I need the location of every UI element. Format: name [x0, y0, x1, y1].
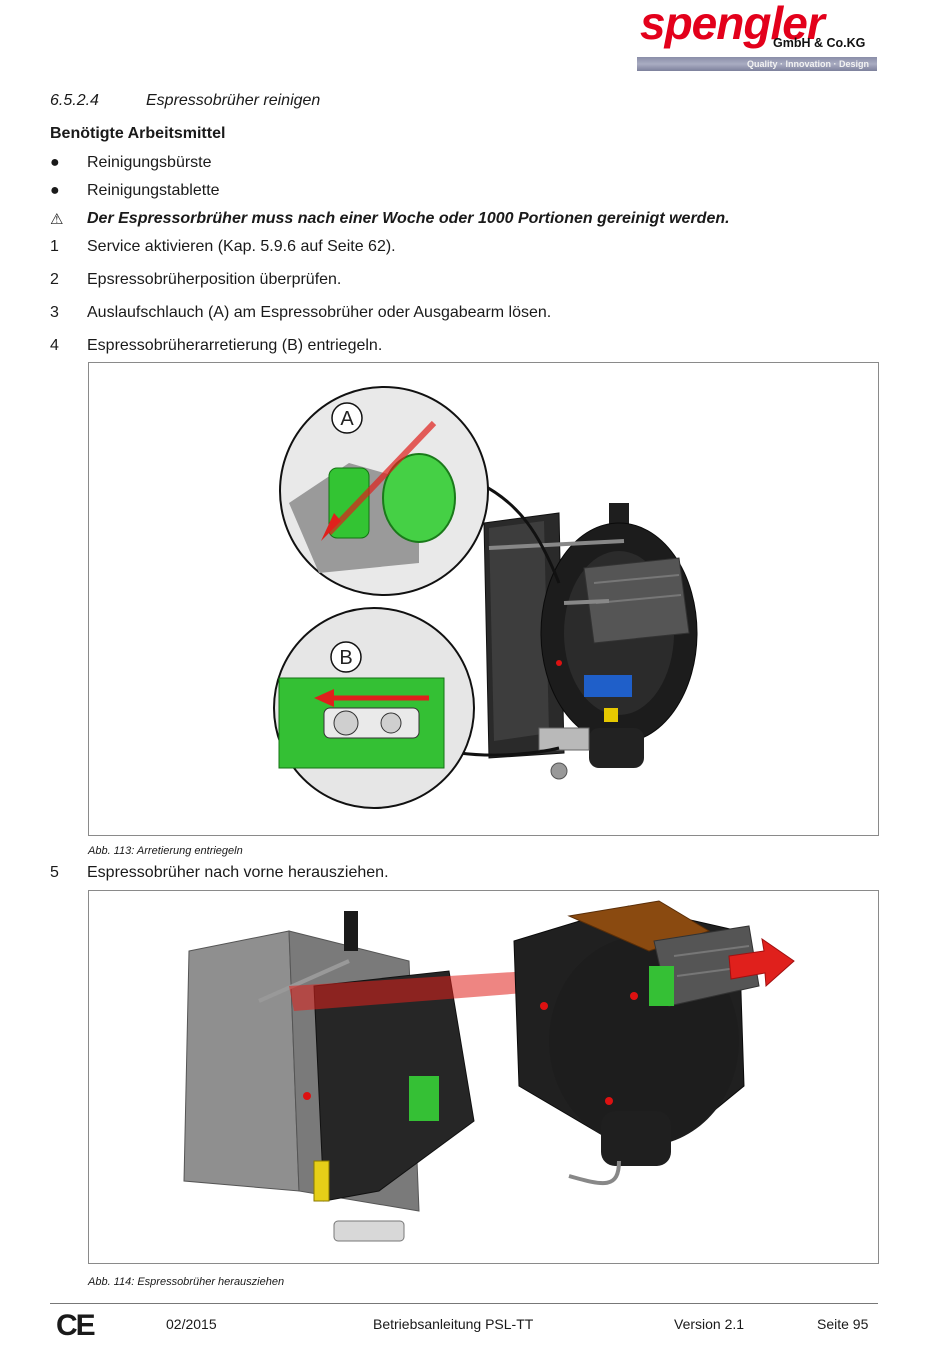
section-title: Espressobrüher reinigen — [146, 92, 321, 109]
brewer-holder-drawing — [183, 911, 475, 1242]
pull-out-arrow-icon — [728, 937, 795, 988]
bullet: ● — [50, 154, 60, 171]
footer-document: Betriebsanleitung PSL-TT — [373, 1316, 534, 1332]
warning-triangle-icon: ⚠ — [50, 211, 64, 228]
requirements-title: Benötigte Arbeitsmittel — [50, 125, 226, 142]
brewer-unit-drawing — [483, 503, 698, 780]
figure-114 — [88, 890, 879, 1264]
logo-wordmark: spengler — [640, 0, 825, 49]
espresso-brewer-drawing — [513, 900, 760, 1186]
bullet: ● — [50, 182, 60, 199]
step-text: Auslaufschlauch (A) am Espressobrüher od… — [87, 304, 552, 321]
section-number: 6.5.2.4 — [50, 92, 99, 109]
step-text: Epsressobrüherposition überprüfen. — [87, 271, 342, 288]
step-text: Service aktivieren (Kap. 5.9.6 auf Seite… — [87, 238, 396, 255]
callout-b-detail: B — [273, 607, 475, 809]
figure-113: A B — [88, 362, 879, 836]
step-number: 2 — [50, 271, 59, 288]
footer-date: 02/2015 — [166, 1316, 217, 1332]
figure-113-illustration: A B — [273, 386, 698, 809]
ce-mark: CE — [56, 1309, 96, 1342]
callout-a-detail: A — [279, 386, 489, 596]
step-number: 1 — [50, 238, 59, 255]
step-number: 4 — [50, 337, 59, 354]
callout-label-b: B — [339, 647, 352, 669]
figure-114-caption: Abb. 114: Espressobrüher herausziehen — [88, 1276, 285, 1288]
warning-text: Der Espressorbrüher muss nach einer Woch… — [87, 210, 730, 227]
figure-114-illustration — [183, 900, 795, 1242]
step-text: Espressobrüherarretierung (B) entriegeln… — [87, 337, 383, 354]
logo-company: GmbH & Co.KG — [773, 36, 866, 50]
logo-tagline-bar: Quality · Innovation · Design — [637, 57, 877, 71]
list-item-text: Reinigungstablette — [87, 182, 220, 199]
footer-divider — [50, 1303, 878, 1304]
callout-label-a: A — [340, 408, 354, 430]
step-text: Espressobrüher nach vorne herausziehen. — [87, 864, 389, 881]
footer-version: Version 2.1 — [674, 1316, 745, 1332]
step-number: 5 — [50, 864, 59, 881]
footer-page: Seite 95 — [817, 1316, 869, 1332]
step-number: 3 — [50, 304, 59, 321]
list-item-text: Reinigungsbürste — [87, 154, 212, 171]
section-heading: 6.5.2.4 Espressobrüher reinigen — [50, 92, 320, 110]
logo-tagline: Quality · Innovation · Design — [746, 59, 869, 69]
figure-113-caption: Abb. 113: Arretierung entriegeln — [88, 845, 243, 857]
